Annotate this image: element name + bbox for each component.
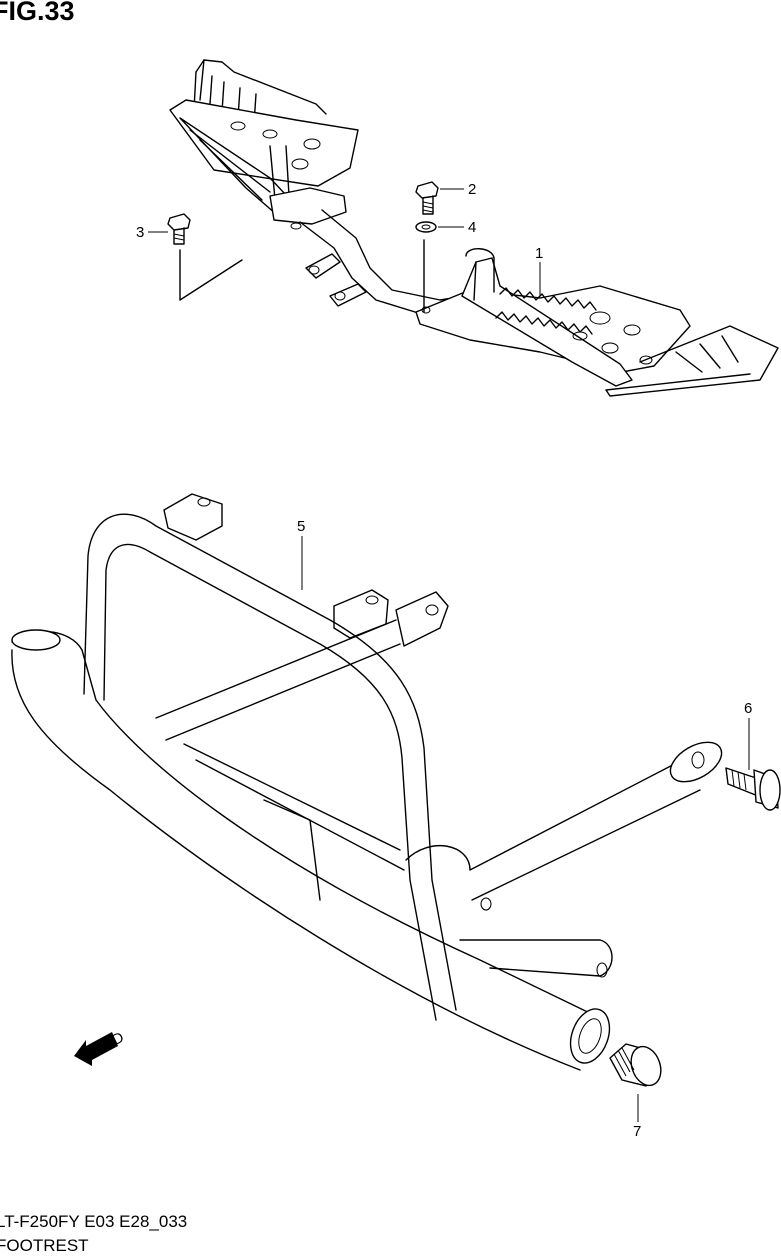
right-footrest-assembly <box>415 239 779 397</box>
callout-number: 1 <box>535 245 543 262</box>
callout-7: 7 <box>633 1094 641 1140</box>
callout-5: 5 <box>297 518 305 590</box>
callout-number: 2 <box>468 181 476 198</box>
callout-number: 6 <box>744 700 752 717</box>
callout-4: 4 <box>438 219 476 236</box>
callout-number: 7 <box>633 1123 641 1140</box>
figure-name: FOOTREST <box>0 1236 89 1255</box>
callout-2: 2 <box>440 181 476 198</box>
fwd-label: FWD <box>89 1029 127 1060</box>
callout-1: 1 <box>535 245 543 296</box>
footrest-connecting-bar <box>299 209 467 317</box>
bolt-part-2 <box>415 181 439 215</box>
front-guard-part-5 <box>11 493 723 1071</box>
callout-6: 6 <box>744 700 752 770</box>
callout-number: 5 <box>297 518 305 535</box>
washer-part-4 <box>415 221 437 233</box>
figure-code: LT-F250FY E03 E28_033 <box>0 1212 188 1231</box>
callout-number: 4 <box>468 219 476 236</box>
bolt-part-6 <box>725 767 781 811</box>
callout-3: 3 <box>136 224 168 241</box>
plug-part-7 <box>609 1043 662 1087</box>
callout-number: 3 <box>136 224 144 241</box>
fwd-arrow-icon: FWD <box>74 1029 127 1066</box>
left-footrest-assembly <box>169 59 359 230</box>
figure-title: FIG.33 <box>0 0 75 26</box>
bolt-part-3 <box>167 213 243 301</box>
